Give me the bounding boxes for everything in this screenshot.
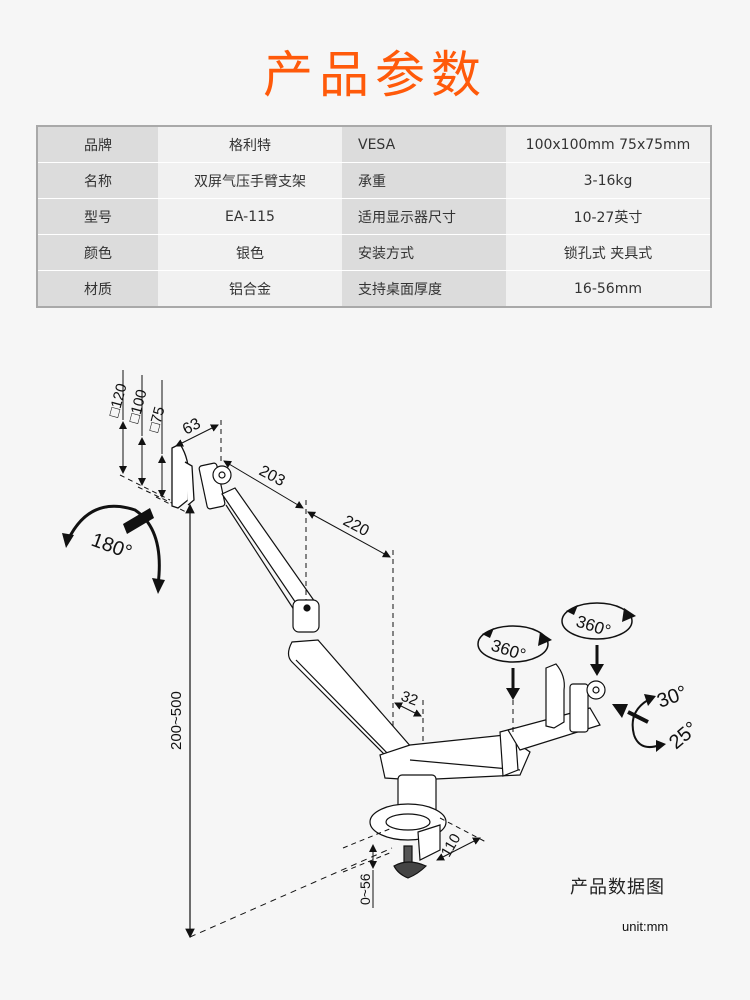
spec-value: 16-56mm [574,280,642,297]
spec-row: 材质 铝合金 支持桌面厚度 16-56mm [37,270,711,307]
spec-row: 颜色银色安装方式锁孔式 夹具式 [37,234,711,271]
spec-label: 名称 [37,162,158,199]
spec-label: 材质 [37,270,158,307]
vesa-label-75: □75 [145,405,168,434]
page-title: 产品参数 [263,46,487,104]
dim-110: 110 [438,831,465,860]
rot-180: 180° [88,529,134,564]
swivel-360-icon-1 [477,625,552,735]
dimension-line-63 [175,424,219,447]
rotation-arrow-180-icon [66,504,161,586]
spec-label: 承重 [342,162,506,199]
spec-value: 100x100mm 75x75mm [506,126,711,163]
unit-label: unit:mm [622,919,669,934]
spec-value: 锁孔式 夹具式 [506,234,711,271]
spec-label: 型号 [37,198,158,235]
pole-base [369,774,447,879]
spec-value: EA-115 [158,198,342,235]
spec-value: 银色 [158,234,342,271]
dimension-line-220 [307,511,391,558]
spec-value: 铝合金 [229,281,271,298]
left-tilt-head [198,462,232,510]
spec-label: 安装方式 [342,234,506,271]
dimension-line-203 [223,460,304,509]
left-vesa-plate [171,443,195,509]
spec-value: 3-16kg [506,162,711,199]
vesa-label-100: □100 [125,388,150,425]
dim-220: 220 [340,513,372,541]
rot-30: 30° [654,682,690,713]
spec-label: 适用显示器尺寸 [342,198,506,235]
upper-arm-left [221,487,320,633]
dim-desk: 0~56 [357,873,373,905]
dimension-line-32 [394,702,422,717]
dimension-diagram: □120 □100 □75 63 203 220 32 [62,370,702,939]
vesa-dimension-lines [119,370,187,513]
swivel-360-icon-2 [561,602,636,676]
dim-63: 63 [180,415,204,438]
tilt-arrows-icon [612,694,666,752]
spec-label: 支持桌面厚度 [342,270,506,307]
rot-25: 25° [665,718,702,754]
spec-value: 双屏气压手臂支架 [158,162,342,199]
spec-label: VESA [342,126,506,163]
spec-label: 颜色 [37,234,158,271]
dim-32: 32 [399,688,420,710]
spec-label: 品牌 [37,126,158,163]
diagram-caption: 产品数据图 [570,877,665,898]
spec-value: 10-27英寸 [506,198,711,235]
right-arm [379,707,601,781]
rot-360-1: 360° [489,636,528,665]
dim-203: 203 [256,463,288,491]
dim-height: 200~500 [168,691,185,750]
right-vesa-plate [545,663,606,733]
dimension-line-110 [436,837,481,861]
spec-value: 格利特 [158,126,342,163]
